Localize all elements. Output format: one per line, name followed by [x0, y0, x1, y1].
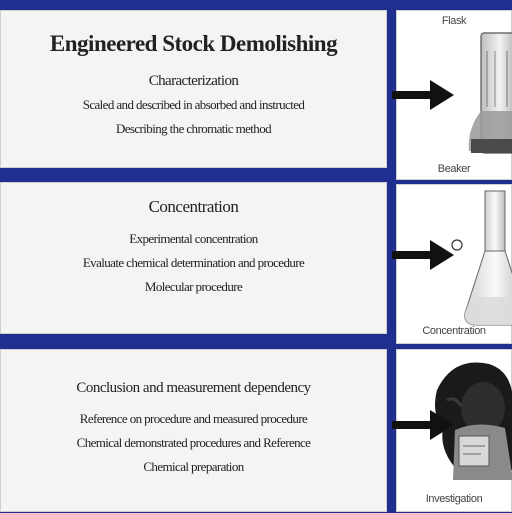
step-2-line-2: Molecular procedure [1, 275, 386, 299]
image-1-bottom-label: Beaker [397, 163, 511, 175]
step-3-line-1: Reference on procedure and measured proc… [1, 407, 386, 431]
step-panel-2: Concentration Experimental concentration… [0, 182, 387, 334]
step-1-line-2: Describing the chromatic method [1, 117, 386, 141]
step-3-line-3: Chemical preparation [1, 455, 386, 479]
right-arrow-icon [392, 408, 458, 444]
right-arrow-icon [392, 78, 458, 114]
right-arrow-icon [392, 238, 458, 274]
step-panel-3: Conclusion and measurement dependency Re… [0, 349, 387, 512]
step-1-subtitle: Characterization [1, 69, 386, 93]
step-2-title: Concentration [1, 197, 386, 217]
step-1-line-1: Scaled and described in absorbed and ins… [1, 93, 386, 117]
image-3-bottom-label: Investigation [397, 493, 511, 505]
step-3-title: Conclusion and measurement dependency [1, 380, 386, 397]
image-2-bottom-label: Concentration [397, 325, 511, 337]
step-2-line-1: Evaluate chemical determination and proc… [1, 251, 386, 275]
step-1-title: Engineered Stock Demolishing [1, 31, 386, 57]
step-panel-1: Engineered Stock Demolishing Characteriz… [0, 10, 387, 168]
step-3-line-2: Chemical demonstrated procedures and Ref… [1, 431, 386, 455]
step-2-subtitle: Experimental concentration [1, 227, 386, 251]
